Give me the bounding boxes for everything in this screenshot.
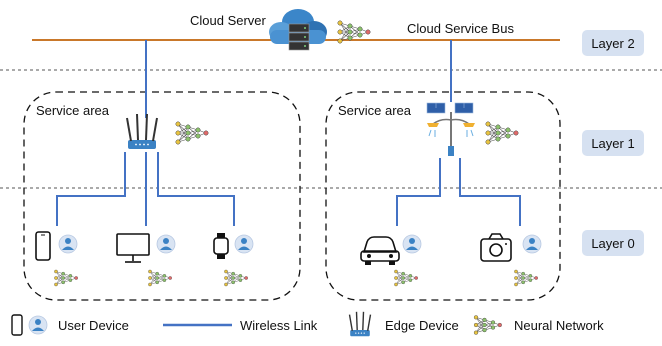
svg-text:Layer 0: Layer 0 xyxy=(591,236,634,251)
user-avatar-4 xyxy=(402,234,422,254)
legend-user-device-icon xyxy=(11,314,48,336)
car-icon xyxy=(360,236,400,265)
service-area-left-label: Service area xyxy=(36,103,110,118)
user-neural-network-icon-2 xyxy=(148,270,171,286)
legend-user-device-label: User Device xyxy=(58,318,129,333)
user-neural-network-icon-1 xyxy=(54,270,77,286)
user-avatar-2 xyxy=(156,234,176,254)
service-area-right-label: Service area xyxy=(338,103,412,118)
cloud-server-label: Cloud Server xyxy=(190,13,267,28)
user-neural-network-icon-3 xyxy=(224,270,247,286)
smartphone-icon xyxy=(35,231,51,261)
wireless-links-left xyxy=(56,40,235,226)
camera-icon xyxy=(480,233,512,262)
router-icon xyxy=(126,113,158,150)
user-avatar-3 xyxy=(234,234,254,254)
user-avatar-1 xyxy=(58,234,78,254)
smartwatch-icon xyxy=(213,233,229,259)
legend: User Device Wireless Link Edge Device Ne… xyxy=(11,311,604,337)
cloud-service-bus-label: Cloud Service Bus xyxy=(407,21,514,36)
monitor-icon xyxy=(116,233,150,263)
legend-neural-network-label: Neural Network xyxy=(514,318,604,333)
legend-wireless-link-label: Wireless Link xyxy=(240,318,318,333)
street-light-icon xyxy=(426,102,475,156)
service-area-right xyxy=(325,91,561,301)
edge-neural-network-icon-left xyxy=(175,121,209,145)
legend-edge-device-icon xyxy=(348,311,372,337)
svg-text:Layer 2: Layer 2 xyxy=(591,36,634,51)
layer-2-badge: Layer 2 xyxy=(582,30,644,56)
layer-1-badge: Layer 1 xyxy=(582,130,644,156)
wireless-links-right xyxy=(396,40,521,226)
legend-neural-network-icon xyxy=(473,315,502,335)
edge-neural-network-icon-right xyxy=(485,121,519,145)
cloud-server-icon xyxy=(269,9,327,51)
user-neural-network-icon-5 xyxy=(514,270,537,286)
layer-0-badge: Layer 0 xyxy=(582,230,644,256)
svg-text:Layer 1: Layer 1 xyxy=(591,136,634,151)
legend-edge-device-label: Edge Device xyxy=(385,318,459,333)
user-avatar-5 xyxy=(522,234,542,254)
user-neural-network-icon-4 xyxy=(394,270,417,286)
